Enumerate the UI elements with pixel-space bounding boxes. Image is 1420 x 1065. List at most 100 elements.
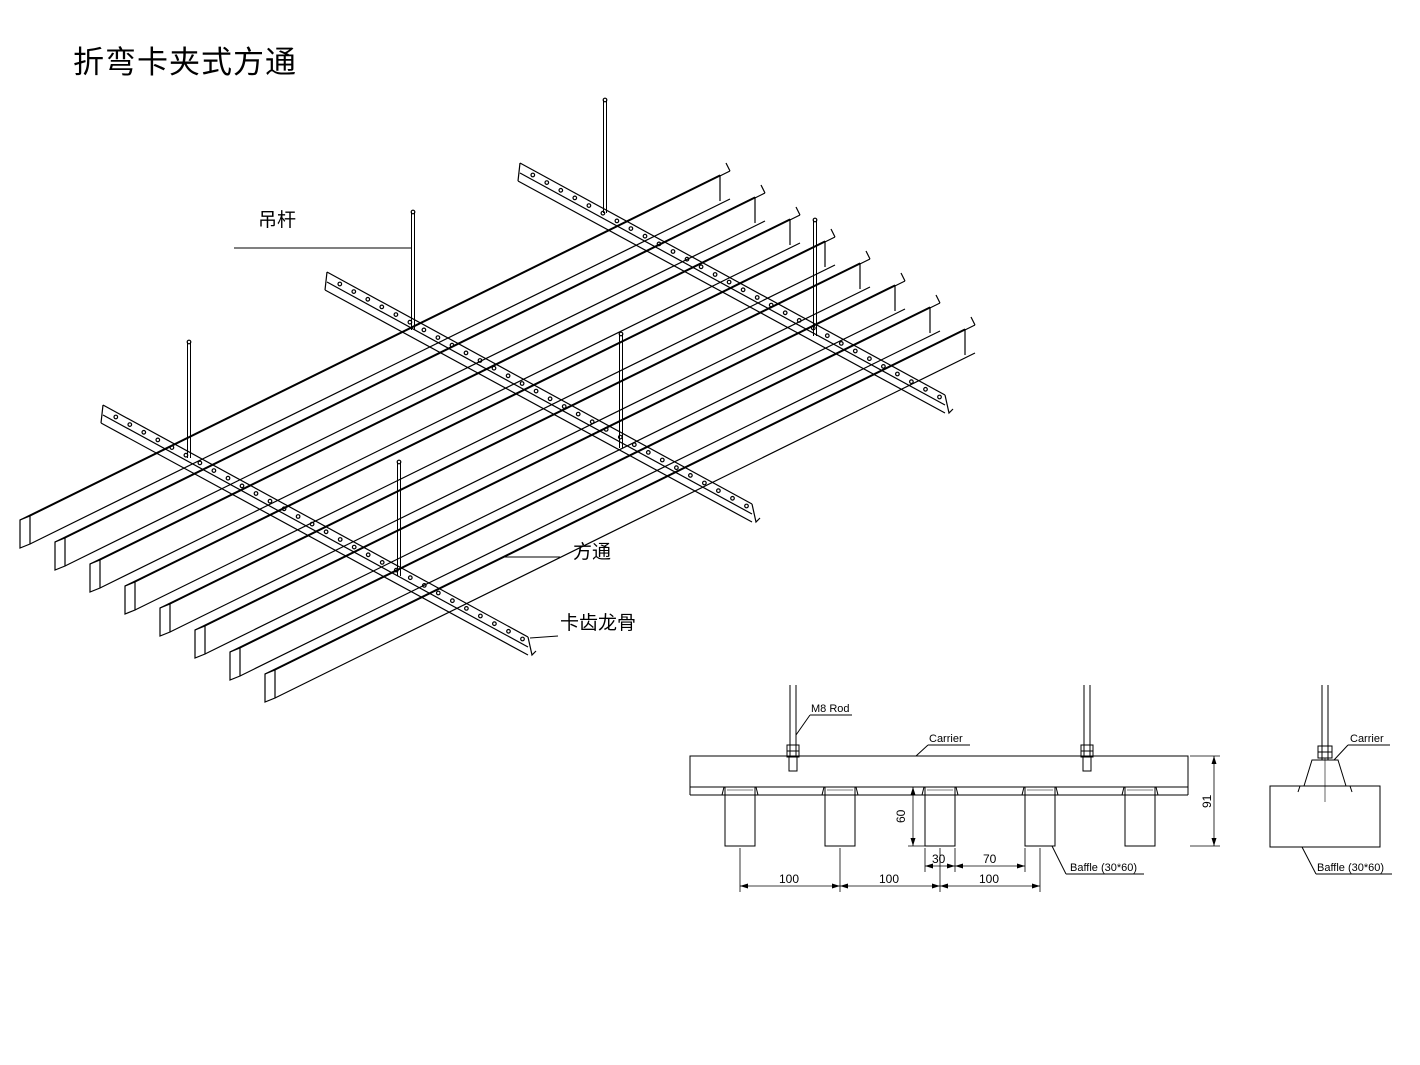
baffle-leader bbox=[1051, 845, 1067, 875]
carrier-hole bbox=[589, 419, 595, 425]
carrier-hole bbox=[645, 450, 651, 455]
carrier-hole bbox=[365, 552, 371, 558]
carrier-hole bbox=[782, 310, 788, 316]
carrier-hole bbox=[127, 422, 133, 428]
carrier-hole bbox=[838, 341, 844, 346]
carrier-hole bbox=[631, 442, 637, 448]
dim-baffle-width: 30 bbox=[932, 852, 946, 866]
carrier-hole bbox=[923, 386, 928, 392]
hanger-rod bbox=[812, 217, 818, 336]
carrier-hole bbox=[379, 304, 385, 310]
carrier-hole bbox=[478, 613, 483, 619]
carrier-hole bbox=[628, 226, 634, 232]
carrier-hole bbox=[464, 606, 469, 611]
dimension-lines bbox=[739, 755, 1220, 892]
carrier-hole bbox=[716, 488, 721, 494]
rod-group bbox=[186, 97, 818, 576]
carrier-hole bbox=[561, 404, 567, 409]
baffle bbox=[89, 206, 801, 593]
baffle bbox=[159, 250, 871, 637]
hanger-rod bbox=[602, 97, 608, 213]
carrier-hole bbox=[211, 468, 217, 474]
side-carrier-leader bbox=[1333, 744, 1349, 761]
carrier-hole bbox=[642, 233, 648, 239]
carrier-hole bbox=[141, 429, 147, 435]
m8-rod-label: M8 Rod bbox=[811, 703, 850, 715]
side-baffle-label: Baffle (30*60) bbox=[1317, 862, 1384, 874]
baffle bbox=[124, 228, 836, 615]
carrier-hole bbox=[702, 480, 707, 486]
carrier-group bbox=[100, 162, 954, 657]
carrier-hole bbox=[937, 394, 942, 400]
dimension-arrows bbox=[740, 756, 1217, 889]
carrier-hole bbox=[768, 302, 774, 308]
carrier-hole bbox=[600, 210, 606, 216]
section-baffle bbox=[1121, 786, 1159, 847]
carrier-hole bbox=[712, 272, 718, 277]
section-baffle bbox=[821, 786, 859, 847]
carrier-hole bbox=[449, 342, 455, 348]
carrier-hole bbox=[572, 195, 578, 201]
carrier-hole bbox=[547, 396, 553, 402]
carrier-hole bbox=[698, 264, 704, 270]
iso-annotations bbox=[234, 247, 560, 639]
carrier-hole bbox=[506, 628, 511, 634]
carrier-hole bbox=[407, 575, 413, 581]
side-carrier-label: Carrier bbox=[1350, 733, 1384, 745]
carrier-hole bbox=[867, 356, 872, 362]
carrier-hole bbox=[169, 445, 175, 451]
carrier-hole bbox=[614, 218, 620, 224]
carrier-hole bbox=[754, 295, 760, 300]
carrier-hole bbox=[684, 256, 690, 262]
carrier-hole bbox=[688, 473, 693, 478]
side-baffle-leader bbox=[1301, 846, 1317, 875]
section-baffle bbox=[1021, 786, 1059, 847]
carrier-hole bbox=[575, 411, 581, 417]
carrier-section bbox=[689, 755, 1189, 788]
carrier-label: 卡齿龙骨 bbox=[560, 612, 636, 634]
carrier-hole bbox=[530, 172, 536, 178]
carrier-hole bbox=[379, 560, 385, 565]
dim-pitch-3: 100 bbox=[979, 872, 999, 886]
carrier-hole bbox=[824, 333, 830, 339]
carrier bbox=[517, 162, 954, 415]
carrier-hole bbox=[477, 358, 483, 363]
dim-total-height: 91 bbox=[1200, 794, 1214, 808]
carrier-hole bbox=[463, 350, 469, 356]
carrier-hole bbox=[852, 348, 858, 354]
carrier-hole bbox=[519, 381, 525, 386]
rod-label: 吊杆 bbox=[258, 209, 296, 231]
carrier-section-label: Carrier bbox=[929, 733, 963, 745]
carrier-hole bbox=[197, 460, 203, 466]
carrier-hole bbox=[351, 544, 357, 550]
carrier-hole bbox=[656, 241, 662, 247]
carrier bbox=[100, 404, 537, 657]
carrier-hole bbox=[421, 327, 427, 333]
carrier-hole bbox=[726, 279, 732, 285]
carrier-hole bbox=[113, 414, 119, 420]
carrier-leader-line bbox=[529, 635, 559, 639]
carrier-hole bbox=[393, 567, 399, 573]
drawing-title: 折弯卡夹式方通 bbox=[73, 45, 297, 81]
hanger-rod bbox=[396, 459, 402, 576]
section-baffle bbox=[721, 786, 759, 847]
carrier-hole bbox=[421, 583, 427, 588]
front-section bbox=[689, 685, 1220, 892]
carrier-hole bbox=[881, 364, 886, 369]
carrier-hole bbox=[351, 289, 357, 295]
carrier-hole bbox=[281, 506, 287, 512]
carrier-hole bbox=[544, 180, 550, 186]
carrier-hole bbox=[670, 249, 676, 254]
dim-pitch-2: 100 bbox=[879, 872, 899, 886]
baffle bbox=[19, 162, 731, 549]
carrier-hole bbox=[337, 281, 343, 287]
carrier-hole bbox=[603, 427, 609, 432]
baffle-section-label: Baffle (30*60) bbox=[1070, 862, 1137, 874]
baffle bbox=[264, 316, 976, 703]
carrier-hole bbox=[659, 457, 665, 463]
carrier-hole bbox=[450, 598, 455, 604]
carrier-hole bbox=[740, 287, 746, 293]
carrier-hole bbox=[520, 636, 525, 642]
isometric-view bbox=[19, 97, 976, 703]
